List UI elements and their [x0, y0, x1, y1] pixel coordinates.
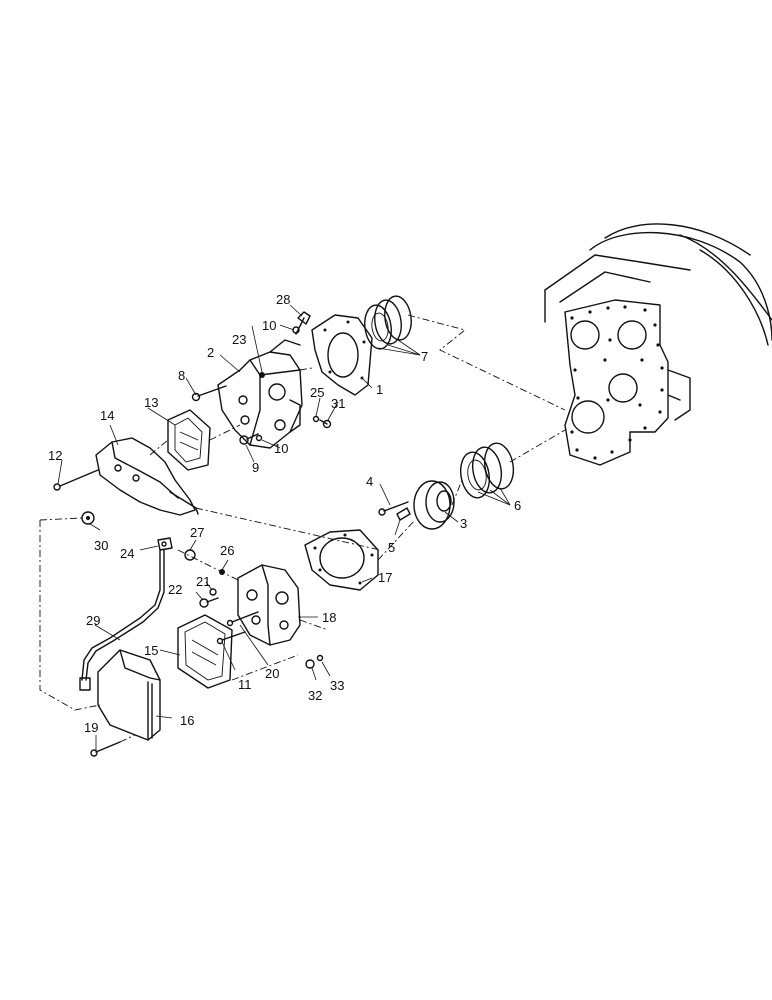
callout-10-lower: 10 — [274, 441, 288, 456]
part-25-washer — [312, 415, 320, 423]
transmission-housing — [544, 223, 772, 466]
callout-13: 13 — [144, 395, 158, 410]
callout-3: 3 — [460, 516, 467, 531]
callout-33: 33 — [330, 678, 344, 693]
assembly-centerlines — [39, 314, 566, 743]
callout-18: 18 — [322, 610, 336, 625]
part-29-tube — [79, 549, 165, 691]
part-31-bolt — [319, 419, 332, 429]
callout-9: 9 — [252, 460, 259, 475]
part-8-bolt — [191, 385, 227, 402]
callout-11: 11 — [238, 677, 252, 692]
callout-15: 15 — [144, 643, 158, 658]
part-16-cover — [97, 649, 161, 741]
part-21-washer — [209, 588, 217, 596]
callout-16: 16 — [180, 713, 194, 728]
callout-29: 29 — [86, 613, 100, 628]
part-10-washer-lower — [255, 434, 263, 442]
part-24-fitting — [157, 537, 173, 551]
callout-27: 27 — [190, 525, 204, 540]
callout-31: 31 — [331, 396, 345, 411]
callout-4: 4 — [366, 474, 373, 489]
part-19-bolt — [90, 741, 121, 757]
callout-5: 5 — [388, 540, 395, 555]
callout-1: 1 — [376, 382, 383, 397]
callout-10-upper: 10 — [262, 318, 276, 333]
callout-23: 23 — [232, 332, 246, 347]
part-30-fitting — [81, 511, 95, 525]
callout-7: 7 — [421, 349, 428, 364]
callout-19: 19 — [84, 720, 98, 735]
callout-21: 21 — [196, 574, 210, 589]
part-1-gasket — [311, 314, 373, 396]
callout-24: 24 — [120, 546, 134, 561]
callout-8: 8 — [178, 368, 185, 383]
leader-lines — [57, 304, 511, 750]
part-14-control-valve — [95, 437, 199, 516]
part-4-bolt — [378, 501, 409, 516]
callout-labels: 1 2 3 4 5 6 7 8 9 10 10 11 12 13 14 15 1… — [48, 292, 521, 735]
callout-26: 26 — [220, 543, 234, 558]
part-12-bolt — [53, 469, 99, 491]
part-18-pump-body — [237, 564, 301, 646]
callout-25: 25 — [310, 385, 324, 400]
part-15-plate — [177, 614, 233, 689]
callout-22: 22 — [168, 582, 182, 597]
part-33-washer — [316, 654, 324, 662]
part-3-cover — [413, 480, 455, 530]
callout-30: 30 — [94, 538, 108, 553]
part-11-bolt — [216, 631, 246, 645]
callout-32: 32 — [308, 688, 322, 703]
part-28-bolt — [295, 311, 311, 335]
part-9-bolt — [239, 433, 259, 445]
part-5-dowel — [396, 507, 411, 521]
part-6-seal-rings — [459, 442, 515, 499]
callout-28: 28 — [276, 292, 290, 307]
part-17-gasket — [304, 529, 379, 591]
callout-6: 6 — [514, 498, 521, 513]
callout-20: 20 — [265, 666, 279, 681]
part-22-bolt — [199, 597, 219, 608]
part-27-washer — [184, 549, 196, 561]
part-7-seal-rings — [364, 295, 412, 350]
part-13-plate — [167, 409, 211, 471]
part-2-pump-body — [217, 339, 303, 449]
callout-12: 12 — [48, 448, 62, 463]
callout-2: 2 — [207, 345, 214, 360]
callout-17: 17 — [378, 570, 392, 585]
part-20-bolt — [226, 611, 259, 627]
part-32-bolt — [305, 659, 315, 669]
callout-14: 14 — [100, 408, 114, 423]
